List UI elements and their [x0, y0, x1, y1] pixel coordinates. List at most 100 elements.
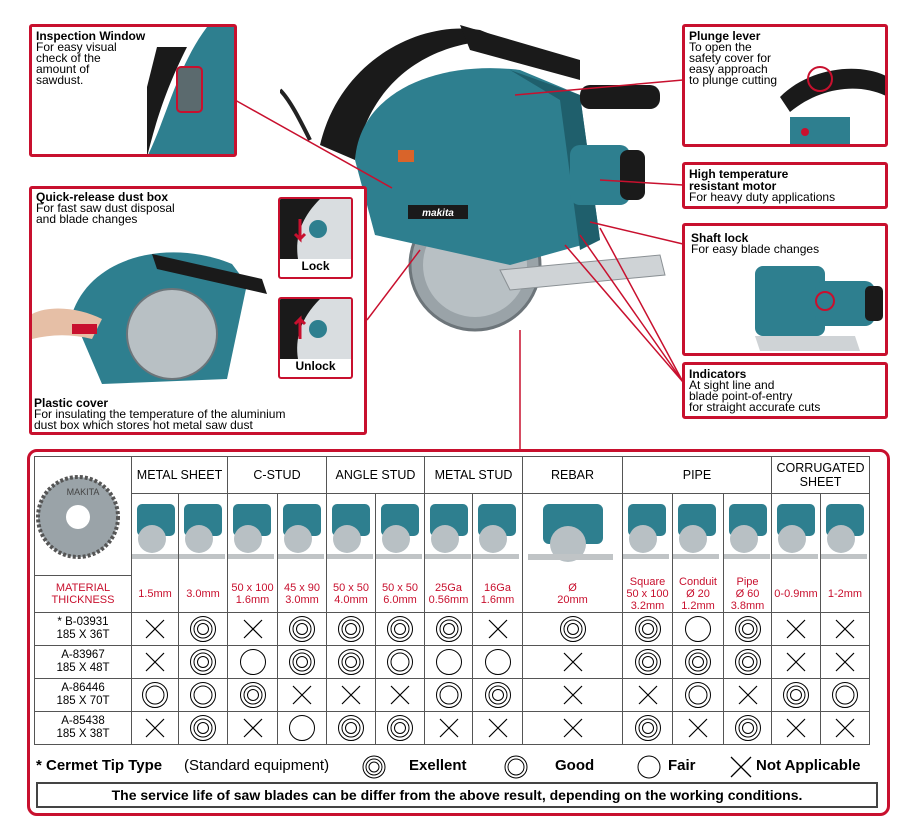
legend-standard: (Standard equipment) [184, 757, 330, 774]
excellent-icon [387, 714, 413, 741]
excellent-icon [190, 615, 216, 642]
rating-cell [820, 677, 870, 712]
excellent-icon [783, 681, 809, 708]
rating-cell [131, 710, 179, 745]
material-photo [528, 503, 613, 562]
not-applicable-icon [488, 718, 507, 737]
not-applicable-icon [145, 652, 165, 671]
material-photo [623, 503, 669, 559]
thickness-cell: 1.5mm [131, 575, 179, 613]
blade-chart-frame [27, 449, 890, 816]
rating-cell [622, 611, 673, 646]
rating-cell [326, 644, 376, 679]
not-applicable-icon [488, 619, 507, 638]
rating-cell [131, 644, 179, 679]
material-photo [673, 503, 719, 559]
material-photo-cell [326, 493, 376, 576]
fair-icon [685, 615, 711, 642]
plastic-desc: For insulating the temperature of the al… [34, 407, 286, 432]
plunge-lever-photo [780, 66, 885, 144]
blade-model: * B-03931 185 X 36T [34, 611, 132, 646]
rating-cell [672, 677, 724, 712]
material-photo [772, 503, 818, 559]
category-header: CORRUGATED SHEET [771, 456, 870, 494]
rating-cell [375, 677, 425, 712]
indicators-desc: At sight line and blade point-of-entry f… [689, 378, 821, 414]
category-header: REBAR [522, 456, 623, 494]
shaft-title: Shaft lock [691, 231, 749, 245]
not-applicable-icon [563, 685, 582, 704]
not-applicable-icon [145, 718, 165, 737]
excellent-icon [734, 714, 761, 741]
motor-desc: For heavy duty applications [689, 190, 836, 204]
callout-motor: High temperature resistant motor For hea… [682, 162, 888, 209]
lock-label: Lock [301, 259, 330, 273]
not-applicable-icon [145, 619, 165, 638]
blade-row: * B-03931 185 X 36T [34, 611, 870, 646]
material-photo-cell [820, 493, 870, 576]
blade-model: A-86446 185 X 70T [34, 677, 132, 712]
rating-cell [472, 644, 523, 679]
excellent-icon [190, 648, 216, 675]
rating-cell [771, 611, 821, 646]
category-header: METAL SHEET [131, 456, 228, 494]
excellent-icon [190, 714, 216, 741]
blade-model: A-83967 185 X 48T [34, 644, 132, 679]
material-photo-cell [178, 493, 228, 576]
rating-cell [522, 677, 623, 712]
photo-row [35, 493, 870, 576]
legend-excellent-icon [361, 755, 387, 779]
rating-cell [771, 710, 821, 745]
material-photo [724, 503, 770, 559]
excellent-icon [484, 681, 511, 708]
rating-cell [820, 710, 870, 745]
blade-model: A-85438 185 X 38T [34, 710, 132, 745]
motor-title: High temperature resistant motor [689, 167, 789, 193]
dust-box-photo [32, 252, 267, 384]
blade-row: A-85438 185 X 38T [34, 710, 870, 745]
not-applicable-icon [786, 718, 806, 737]
saw-blade-icon [36, 475, 120, 559]
rating-cell [326, 710, 376, 745]
excellent-icon [559, 615, 586, 642]
material-photo-cell [522, 493, 623, 576]
excellent-icon [734, 615, 761, 642]
material-photo [473, 503, 519, 559]
rating-cell [622, 710, 673, 745]
rating-cell [672, 644, 724, 679]
rating-cell [375, 611, 425, 646]
not-applicable-icon [688, 718, 708, 737]
not-applicable-icon [638, 685, 657, 704]
not-applicable-icon [390, 685, 410, 704]
callout-indicators: Indicators At sight line and blade point… [682, 362, 888, 419]
legend-excellent: Exellent [409, 757, 467, 774]
not-applicable-icon [738, 685, 757, 704]
not-applicable-icon [563, 718, 582, 737]
thickness-cell: 25Ga 0.56mm [424, 575, 473, 613]
not-applicable-icon [786, 619, 806, 638]
inspection-title: Inspection Window [36, 29, 146, 43]
legend-fair: Fair [668, 757, 696, 774]
good-icon [387, 648, 413, 675]
rating-cell [227, 644, 278, 679]
material-photo [132, 503, 178, 559]
callout-inspection-window: Inspection Window For easy visual check … [29, 24, 237, 157]
thickness-cell: 45 x 90 3.0mm [277, 575, 327, 613]
not-applicable-icon [835, 718, 855, 737]
material-photo [278, 503, 324, 559]
inspection-desc: For easy visual check of the amount of s… [36, 40, 117, 87]
thickness-cell: Conduit Ø 20 1.2mm [672, 575, 724, 613]
material-photo-cell [472, 493, 523, 576]
legend-good-icon [503, 755, 529, 779]
rating-cell [178, 644, 228, 679]
material-photo [821, 503, 867, 559]
excellent-icon [734, 648, 761, 675]
excellent-icon [634, 615, 661, 642]
dustbox-title: Quick-release dust box [36, 190, 169, 204]
good-icon [435, 681, 462, 708]
excellent-icon [634, 714, 661, 741]
unlock-photo [280, 299, 351, 359]
good-icon [142, 681, 168, 708]
